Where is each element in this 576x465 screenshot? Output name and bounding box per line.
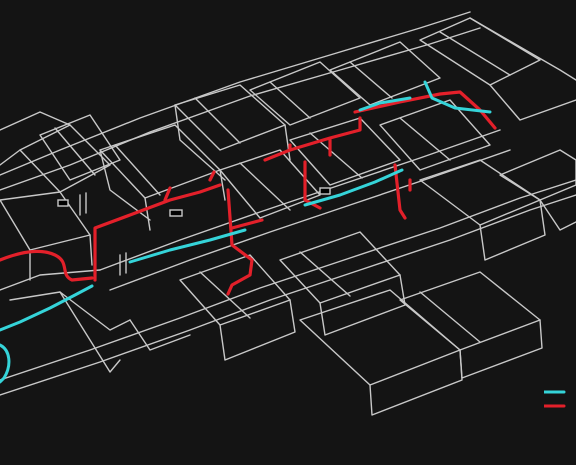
legend bbox=[544, 384, 576, 414]
window-detail bbox=[58, 200, 68, 206]
window-detail bbox=[320, 188, 330, 194]
window-detail bbox=[170, 210, 182, 216]
